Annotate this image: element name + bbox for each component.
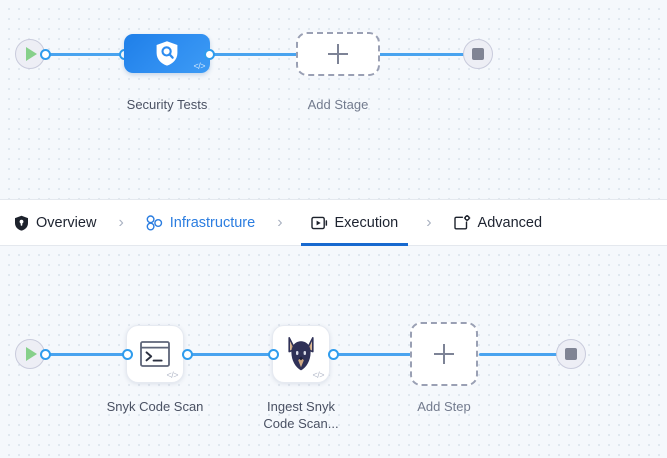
terminal-icon	[140, 341, 170, 367]
play-icon	[26, 47, 37, 61]
snyk-code-scan-input-port[interactable]	[122, 349, 133, 360]
stop-icon	[472, 48, 484, 60]
stage-label-add-stage: Add Stage	[307, 97, 369, 112]
snyk-dog-icon	[288, 337, 314, 371]
execution-play-box-icon	[310, 215, 328, 231]
stage-end-node[interactable]	[463, 39, 493, 69]
step-label-ingest-snyk-code-scan: Ingest Snyk Code Scan...	[263, 399, 339, 431]
snyk-code-scan-output-port[interactable]	[182, 349, 193, 360]
tab-overview-label: Overview	[36, 214, 97, 231]
stage-edge-security-to-addstage	[206, 53, 306, 56]
code-badge-icon: </>	[193, 61, 205, 71]
tab-infrastructure[interactable]: Infrastructure	[142, 200, 259, 246]
tab-advanced[interactable]: Advanced	[450, 200, 547, 246]
stop-icon	[565, 348, 577, 360]
pipeline-section-tabs[interactable]: Overview › Infrastructure ›	[0, 199, 667, 246]
ingest-snyk-output-port[interactable]	[328, 349, 339, 360]
tab-separator-2: ›	[277, 213, 283, 231]
infrastructure-nodes-icon	[146, 214, 163, 231]
add-stage-button[interactable]	[296, 32, 380, 76]
step-label-snyk-code-scan: Snyk Code Scan	[106, 399, 204, 414]
shield-icon	[14, 215, 29, 231]
tab-separator-1: ›	[118, 213, 124, 231]
plus-icon	[434, 344, 454, 364]
security-tests-output-port[interactable]	[204, 49, 215, 60]
code-badge-icon: </>	[166, 370, 178, 380]
tab-separator-3: ›	[426, 213, 432, 231]
tab-execution-label: Execution	[334, 214, 399, 231]
step-edge-ingest-to-addstep	[335, 353, 411, 356]
step-end-node[interactable]	[556, 339, 586, 369]
tab-advanced-label: Advanced	[477, 214, 543, 231]
tab-overview[interactable]: Overview	[10, 200, 100, 246]
step-label-add-step: Add Step	[417, 399, 471, 414]
stage-edge-start-to-security	[44, 53, 132, 56]
step-edge-addstep-to-end	[479, 353, 563, 356]
step-pipeline-canvas[interactable]: </> Snyk Code Scan </>	[0, 246, 667, 458]
tab-infrastructure-label: Infrastructure	[169, 214, 256, 231]
plus-icon	[328, 44, 348, 64]
step-edge-start-to-snyk-code-scan	[44, 353, 129, 356]
advanced-settings-icon	[453, 214, 471, 231]
play-icon	[26, 347, 37, 361]
stage-pipeline-canvas[interactable]: </> Security Tests Add Stage	[0, 0, 667, 199]
stage-edge-addstage-to-end	[374, 53, 470, 56]
step-start-output-port[interactable]	[40, 349, 51, 360]
ingest-snyk-input-port[interactable]	[268, 349, 279, 360]
add-step-button[interactable]	[410, 322, 478, 386]
stage-node-security-tests[interactable]: </>	[124, 34, 210, 73]
code-badge-icon: </>	[312, 370, 324, 380]
step-edge-snyk-code-scan-to-ingest	[190, 353, 275, 356]
tab-execution[interactable]: Execution	[300, 200, 409, 246]
stage-start-output-port[interactable]	[40, 49, 51, 60]
shield-search-icon	[156, 41, 178, 66]
stage-start-node[interactable]	[15, 39, 45, 69]
step-node-snyk-code-scan[interactable]: </>	[126, 325, 184, 383]
stage-label-security-tests: Security Tests	[126, 97, 208, 112]
step-node-ingest-snyk-code-scan[interactable]: </>	[272, 325, 330, 383]
